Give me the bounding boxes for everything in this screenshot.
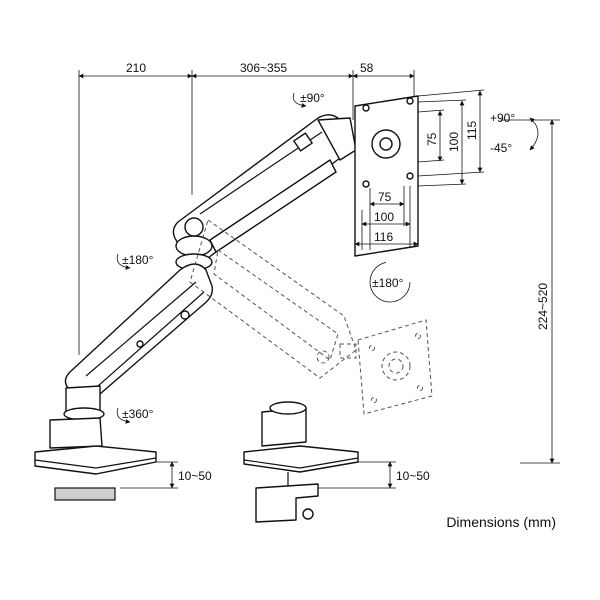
upper-arm [172,114,357,263]
dim-clamp-thickness-left: 10~50 [178,469,212,483]
height-dimension [500,119,560,464]
rot-tilt-up: +90° [490,111,515,125]
dim-arm-reach: 306~355 [240,61,287,75]
vesa-height-dims [417,89,485,187]
dim-vesa-height-115: 115 [465,121,479,140]
dim-vesa-width-75: 75 [378,190,392,204]
top-dimension-lines [78,70,415,355]
rot-screen-rotate: ±180° [372,276,404,290]
dim-vesa-height-75: 75 [425,132,439,146]
rot-head-swivel: ±90° [300,91,325,105]
rotate-arrow-icon [116,407,131,424]
rot-tilt-down: -45° [490,141,512,155]
rotate-arrow-icon [292,92,307,108]
rot-head-swivel-group: ±90° [292,91,325,108]
dim-vesa-width-100: 100 [374,210,394,224]
clamp-dimension-left [120,461,178,489]
vesa-plate [354,95,419,257]
rotate-arrow-icon [116,253,131,270]
dim-vesa-width-116: 116 [374,230,393,244]
dim-clamp-thickness-right: 10~50 [396,469,430,483]
dim-vesa-offset: 58 [360,61,374,75]
vesa-width-dims [354,186,419,250]
lower-arm [64,263,214,401]
ghost-vesa-plate [357,319,433,415]
ghost-arm [189,219,357,379]
rot-base-swivel-group: ±360° [116,407,154,424]
rot-elbow-swivel: ±180° [122,253,154,267]
dimensions-caption: Dimensions (mm) [446,514,556,530]
elbow-joint [175,217,213,271]
rotate-circle-icon [369,261,411,303]
dim-height-range: 224~520 [536,283,550,330]
rot-screen-rotate-group: ±180° [369,261,411,303]
rot-elbow-swivel-group: ±180° [116,253,154,270]
dim-vesa-height-100: 100 [447,132,461,152]
clamp-dimension-right [318,461,396,489]
clamp-base-right [243,401,359,523]
tilt-arrow-icon [529,117,539,151]
rot-base-swivel: ±360° [122,407,154,421]
dim-base-to-pole: 210 [126,61,146,75]
clamp-base-left [34,385,157,501]
